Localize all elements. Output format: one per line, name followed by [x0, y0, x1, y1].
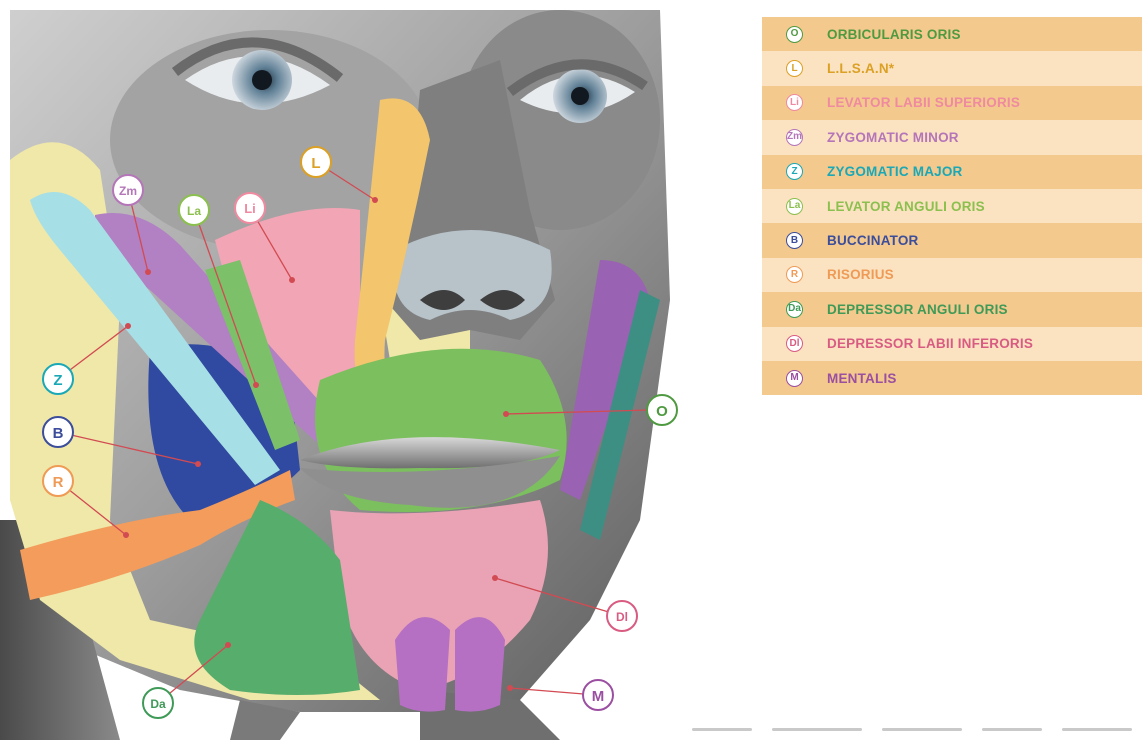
- legend-row: L L.L.S.A.N*: [762, 51, 1142, 85]
- legend-label: DEPRESSOR ANGULI ORIS: [827, 302, 1008, 317]
- callout-B: B: [43, 417, 73, 447]
- facial-muscles-illustration: L Zm La Li Z B R O Dl M Da: [0, 0, 680, 740]
- callout-Z: Z: [43, 364, 73, 394]
- credit-stroke: [772, 728, 862, 731]
- legend-label: BUCCINATOR: [827, 233, 919, 248]
- callout-R: R: [43, 466, 73, 496]
- callout-M: M: [583, 680, 613, 710]
- legend-row: Da DEPRESSOR ANGULI ORIS: [762, 292, 1142, 326]
- callout-O: O: [647, 395, 677, 425]
- legend-row: Dl DEPRESSOR LABII INFERORIS: [762, 327, 1142, 361]
- credit-stroke: [882, 728, 962, 731]
- legend-badge: La: [786, 198, 803, 215]
- callout-B-label: B: [53, 425, 64, 442]
- legend-badge: O: [786, 26, 803, 43]
- callout-L: L: [301, 147, 331, 177]
- legend-label: RISORIUS: [827, 267, 894, 282]
- legend-row: Li LEVATOR LABII SUPERIORIS: [762, 86, 1142, 120]
- callout-L-label: L: [311, 155, 320, 172]
- callout-Da: Da: [143, 688, 173, 718]
- legend-badge: R: [786, 266, 803, 283]
- legend-row: B BUCCINATOR: [762, 223, 1142, 257]
- legend-badge: M: [786, 370, 803, 387]
- legend-row: R RISORIUS: [762, 258, 1142, 292]
- muscle-legend: O ORBICULARIS ORIS L L.L.S.A.N* Li LEVATOR LA…: [762, 17, 1142, 395]
- legend-row: Z ZYGOMATIC MAJOR: [762, 155, 1142, 189]
- legend-row: La LEVATOR ANGULI ORIS: [762, 189, 1142, 223]
- callout-Li: Li: [235, 193, 265, 223]
- callout-Dl-label: Dl: [616, 610, 628, 624]
- credit-stroke: [982, 728, 1042, 731]
- legend-badge: Zm: [786, 129, 803, 146]
- credit-stroke: [692, 728, 752, 731]
- legend-badge: L: [786, 60, 803, 77]
- legend-label: DEPRESSOR LABII INFERORIS: [827, 336, 1033, 351]
- callout-R-label: R: [53, 474, 64, 491]
- legend-badge: Li: [786, 94, 803, 111]
- callout-Da-label: Da: [150, 697, 166, 711]
- legend-label: ZYGOMATIC MINOR: [827, 130, 959, 145]
- callout-Zm: Zm: [113, 175, 143, 205]
- legend-label: MENTALIS: [827, 371, 897, 386]
- legend-label: LEVATOR LABII SUPERIORIS: [827, 95, 1020, 110]
- callout-La: La: [179, 195, 209, 225]
- legend-row: M MENTALIS: [762, 361, 1142, 395]
- legend-row: O ORBICULARIS ORIS: [762, 17, 1142, 51]
- legend-label: ORBICULARIS ORIS: [827, 27, 961, 42]
- legend-label: L.L.S.A.N*: [827, 61, 894, 76]
- legend-badge: Da: [786, 301, 803, 318]
- callout-Dl: Dl: [607, 601, 637, 631]
- callout-Zm-label: Zm: [119, 184, 137, 198]
- footer-credit: [688, 718, 1144, 740]
- legend-badge: Dl: [786, 335, 803, 352]
- callout-Z-label: Z: [53, 372, 62, 389]
- legend-row: Zm ZYGOMATIC MINOR: [762, 120, 1142, 154]
- callout-Li-label: Li: [244, 201, 256, 216]
- legend-label: ZYGOMATIC MAJOR: [827, 164, 963, 179]
- credit-stroke: [1062, 728, 1132, 731]
- legend-badge: B: [786, 232, 803, 249]
- callout-M-label: M: [592, 688, 605, 705]
- callout-O-label: O: [656, 403, 668, 420]
- legend-label: LEVATOR ANGULI ORIS: [827, 199, 985, 214]
- callout-La-label: La: [187, 204, 201, 218]
- legend-badge: Z: [786, 163, 803, 180]
